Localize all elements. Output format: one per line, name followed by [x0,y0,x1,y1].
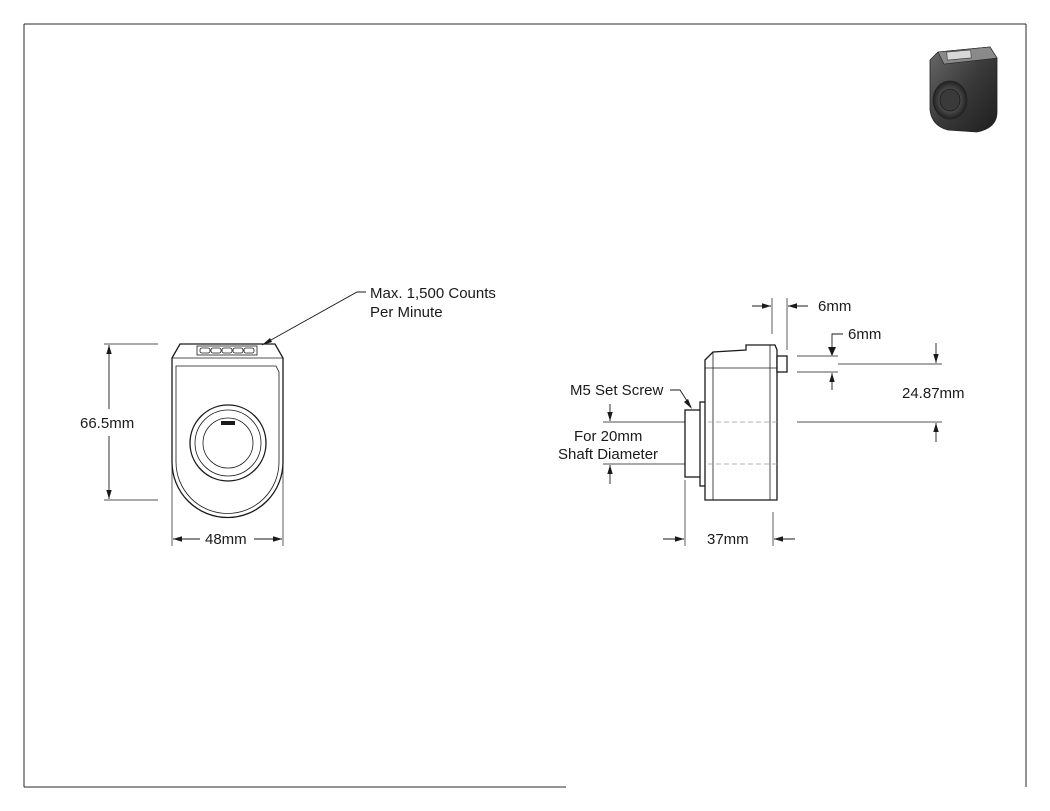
width-dimension: 48mm [205,531,247,548]
shaft-label-line2: Shaft Diameter [558,446,658,463]
front-dimensions: Max. 1,500 Counts Per Minute 66.5mm 48mm [80,285,496,548]
drawing-frame [23,23,1027,788]
set-screw-label: M5 Set Screw [570,382,664,399]
top-offset-dimension: 6mm [818,298,851,315]
counts-label-line2: Per Minute [370,304,443,321]
depth-dimension: 37mm [707,531,749,548]
center-height-dimension: 24.87mm [902,385,965,402]
side-dimensions: 6mm 6mm 24.87mm M5 Set Screw For 20mm Sh… [558,298,965,548]
shaft-offset-dimension: 6mm [848,326,881,343]
side-view [684,344,788,501]
shaft-label-line1: For 20mm [574,428,642,445]
front-view [171,343,284,519]
height-dimension: 66.5mm [80,415,134,432]
counter-isometric-icon [929,46,998,133]
counts-label-line1: Max. 1,500 Counts [370,285,496,302]
counter-display [196,345,258,356]
